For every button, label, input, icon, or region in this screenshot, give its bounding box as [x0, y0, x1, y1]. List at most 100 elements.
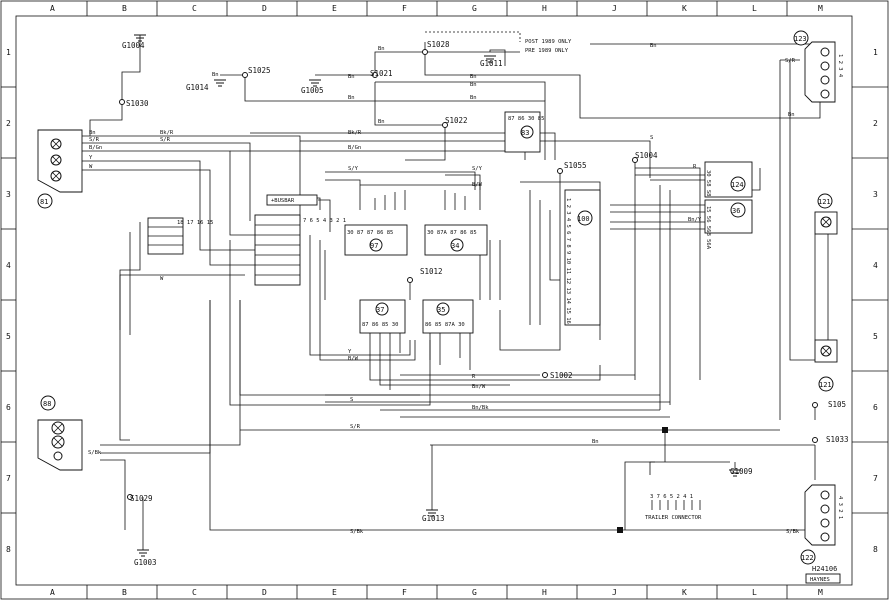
relay-83: 87 86 30 85 83	[504, 111, 544, 153]
wire-label: Bn	[788, 112, 795, 118]
node-s1028: S1028	[427, 40, 450, 49]
node-s105: S105	[828, 400, 846, 409]
fuse-block: 18 17 16 15	[147, 217, 213, 255]
svg-text:H: H	[542, 588, 547, 597]
c122-pins: 4 3 2 1	[837, 496, 843, 519]
relay-35: 35 86 85 87A 30	[422, 299, 474, 334]
svg-text:4: 4	[6, 261, 11, 270]
node-s1012: S1012	[420, 267, 443, 276]
relay-97: 30 87 87 86 85 97	[344, 224, 408, 256]
relay-37: 37 87 86 85 30	[359, 299, 406, 334]
ref-121-top: 121	[818, 198, 831, 206]
ref-121-bottom: 121	[819, 381, 832, 389]
grid-col-labels-bottom: A B C D E F G H J K L M	[50, 588, 823, 597]
relay97-pins: 30 87 87 86 85	[347, 230, 393, 236]
svg-text:8: 8	[873, 545, 878, 554]
svg-text:L: L	[752, 588, 757, 597]
wire-label: Bn	[470, 74, 477, 80]
wire-label: Bn	[212, 72, 219, 78]
wire-label: Bk/R	[160, 130, 174, 136]
ground-symbols	[134, 34, 741, 557]
wire-label: S/Y	[472, 166, 483, 172]
svg-text:7: 7	[873, 474, 878, 483]
lamp-121-bottom: 121	[814, 339, 838, 392]
connector-88: 88	[37, 395, 83, 471]
relay35-pins: 86 85 87A 30	[425, 322, 465, 328]
ref-81: 81	[40, 198, 48, 206]
node-s1002: S1002	[550, 371, 573, 380]
node-g1013: G1013	[422, 514, 445, 523]
svg-text:K: K	[682, 4, 687, 13]
svg-text:2: 2	[6, 119, 11, 128]
svg-text:2: 2	[873, 119, 878, 128]
node-s1029: S1029	[130, 494, 153, 503]
svg-text:M: M	[818, 4, 823, 13]
wire-label: S/Bk	[350, 529, 364, 535]
relay83-pins: 87 86 30 85	[508, 116, 544, 122]
grid-row-labels-right: 1 2 3 4 5 6 7 8	[873, 48, 878, 554]
svg-text:L: L	[752, 4, 757, 13]
svg-text:E: E	[332, 588, 337, 597]
junction-block: 7 6 5 4 3 2 1	[254, 214, 346, 286]
grid-row-labels-left: 1 2 3 4 5 6 7 8	[6, 48, 11, 554]
wire-label: Bn	[650, 43, 657, 49]
wire-label: Bn/Bk	[472, 405, 489, 411]
node-g1004: G1004	[122, 41, 145, 50]
wire-label: W	[89, 164, 93, 170]
svg-text:1: 1	[6, 48, 11, 57]
connector-122: 4 3 2 1 122	[800, 484, 843, 565]
wire-label: B/W	[348, 356, 359, 362]
node-g1005: G1005	[301, 86, 324, 95]
wire-label: S/R	[350, 424, 361, 430]
svg-text:B: B	[122, 588, 127, 597]
wire-label: S	[650, 135, 653, 141]
node-s1030: S1030	[126, 99, 149, 108]
svg-text:3: 3	[6, 190, 11, 199]
wire-label: Y	[89, 155, 93, 161]
svg-text:3: 3	[873, 190, 878, 199]
svg-text:4: 4	[873, 261, 878, 270]
wire-label: S/Y	[348, 166, 359, 172]
svg-text:5: 5	[6, 332, 11, 341]
diagram-code: H24106	[812, 565, 837, 573]
ref-37: 37	[376, 306, 384, 314]
wire-label: Bn	[378, 119, 385, 125]
wire-label: B/W	[472, 182, 483, 188]
wire-label: W	[160, 276, 164, 282]
svg-text:A: A	[50, 588, 55, 597]
svg-text:H: H	[542, 4, 547, 13]
svg-text:F: F	[402, 4, 407, 13]
lamp-121-top: 121	[814, 193, 838, 235]
wire-label: B/Gn	[348, 145, 361, 151]
node-s1033: S1033	[826, 435, 849, 444]
wire-labels: Bn Bn Bn Bn Bn Bn Bn Bn Bn Bn Bn Bn S/R …	[88, 43, 800, 535]
svg-text:1: 1	[873, 48, 878, 57]
svg-text:G: G	[472, 588, 477, 597]
wire-label: Bn	[348, 95, 355, 101]
wire-label: Bn/W	[472, 384, 486, 390]
node-g1003: G1003	[134, 558, 157, 567]
wire-label: S/R	[785, 58, 796, 64]
inner-border	[15, 15, 853, 586]
c123-pins: 1 2 3 4	[837, 54, 843, 78]
svg-text:G: G	[472, 4, 477, 13]
c100-pins: 1 2 3 4 5 6 7 8 9 10 11 12 13 14 15 16	[565, 198, 571, 324]
node-s1022: S1022	[445, 116, 468, 125]
relay-34: 30 87A 87 86 85 34	[424, 224, 488, 256]
wire-label: S/R	[89, 137, 100, 143]
wire-label: Bn	[592, 439, 599, 445]
node-s1021: S1021	[370, 69, 393, 78]
svg-text:6: 6	[873, 403, 878, 412]
connector-123: 123 1 2 3 4	[793, 30, 843, 103]
connector-36: 36 15 56 56B 56A	[704, 199, 753, 250]
connector-100: 100 1 2 3 4 5 6 7 8 9 10 11 12 13 14 15 …	[564, 189, 601, 326]
svg-text:E: E	[332, 4, 337, 13]
node-g1014: G1014	[186, 83, 209, 92]
svg-text:D: D	[262, 588, 267, 597]
svg-text:M: M	[818, 588, 823, 597]
node-g1009: G1009	[730, 467, 753, 476]
svg-text:C: C	[192, 588, 197, 597]
